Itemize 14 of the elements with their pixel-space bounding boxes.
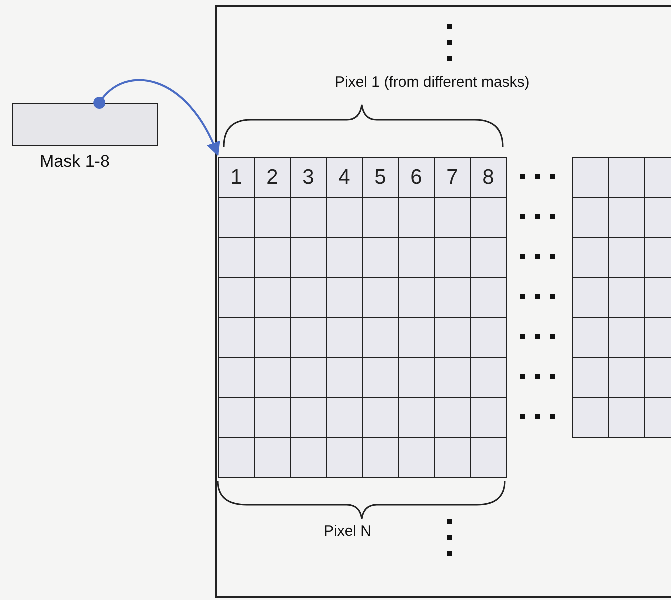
table-cell: 5 [362,157,399,198]
table-cell: 3 [290,157,327,198]
table-cell: 2 [254,157,291,198]
arrow [94,80,220,156]
group-label: Pixel 1 (from different masks) [335,74,530,91]
table-cell: 4 [326,157,363,198]
frame-box [215,5,671,598]
mask-box [12,103,158,146]
table-cell: 7 [434,157,471,198]
table-cell: 8 [470,157,507,198]
group-label: Pixel N [324,523,372,540]
table-cell: 6 [398,157,435,198]
table-cell: 1 [218,157,255,198]
caption-text: Mask 1-8 [40,152,110,172]
